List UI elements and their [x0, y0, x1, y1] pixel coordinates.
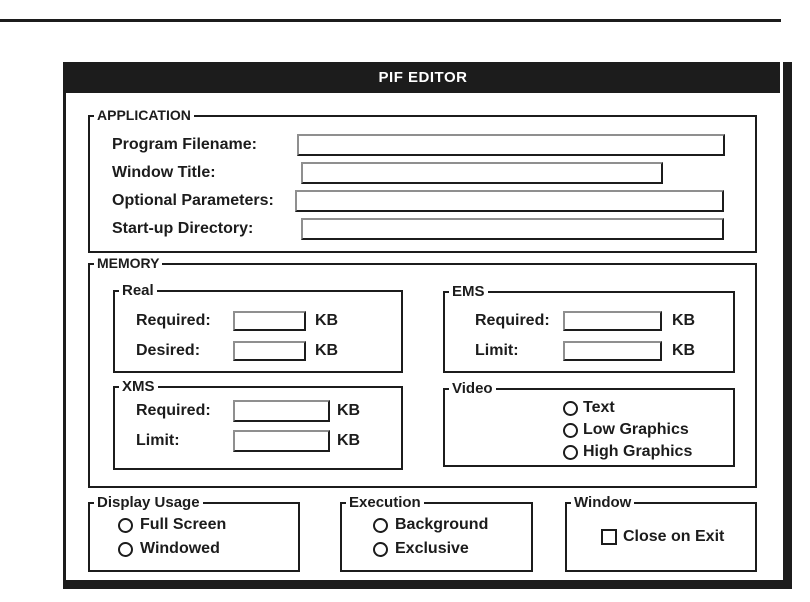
ems-required-unit: KB [672, 312, 696, 329]
windowed-radio[interactable] [118, 542, 133, 557]
ems-group-label: EMS [449, 284, 488, 299]
memory-group-label: MEMORY [94, 256, 163, 271]
execution-group: Execution Background Exclusive [340, 495, 533, 572]
ems-limit-input[interactable] [563, 341, 662, 361]
xms-limit-label: Limit: [136, 432, 180, 449]
video-low-graphics-label[interactable]: Low Graphics [583, 421, 689, 438]
memory-group: MEMORY Real Required: KB Desired: KB EMS… [88, 256, 757, 488]
real-desired-label: Desired: [136, 342, 201, 359]
real-required-input[interactable] [233, 311, 306, 331]
video-high-graphics-label[interactable]: High Graphics [583, 443, 693, 460]
video-low-graphics-radio[interactable] [563, 423, 578, 438]
video-group: Video Text Low Graphics High Graphics [443, 381, 735, 467]
real-desired-input[interactable] [233, 341, 306, 361]
ems-memory-group: EMS Required: KB Limit: KB [443, 284, 735, 373]
real-required-unit: KB [315, 312, 339, 329]
xms-limit-unit: KB [337, 432, 361, 449]
xms-group-label: XMS [119, 379, 158, 394]
execution-group-label: Execution [346, 495, 424, 510]
application-group-label: APPLICATION [94, 108, 194, 123]
window-group-label: Window [571, 495, 635, 510]
window-group: Window Close on Exit [565, 495, 757, 572]
xms-limit-input[interactable] [233, 430, 330, 452]
display-usage-group: Display Usage Full Screen Windowed [88, 495, 300, 572]
dialog-title: PIF EDITOR [378, 69, 468, 86]
ems-required-input[interactable] [563, 311, 662, 331]
program-filename-label: Program Filename: [112, 136, 257, 153]
exclusive-radio[interactable] [373, 542, 388, 557]
full-screen-label[interactable]: Full Screen [140, 516, 227, 533]
optional-parameters-input[interactable] [295, 190, 724, 212]
xms-required-input[interactable] [233, 400, 330, 422]
video-group-label: Video [449, 381, 496, 396]
xms-required-label: Required: [136, 402, 211, 419]
startup-directory-label: Start-up Directory: [112, 220, 254, 237]
xms-required-unit: KB [337, 402, 361, 419]
close-on-exit-label[interactable]: Close on Exit [623, 528, 725, 545]
video-text-label[interactable]: Text [583, 399, 615, 416]
full-screen-radio[interactable] [118, 518, 133, 533]
optional-parameters-label: Optional Parameters: [112, 192, 274, 209]
background-radio[interactable] [373, 518, 388, 533]
ems-required-label: Required: [475, 312, 550, 329]
real-desired-unit: KB [315, 342, 339, 359]
pif-editor-dialog: PIF EDITOR APPLICATION Program Filename:… [63, 62, 792, 589]
top-rule [0, 19, 781, 22]
video-high-graphics-radio[interactable] [563, 445, 578, 460]
ems-limit-label: Limit: [475, 342, 519, 359]
exclusive-label[interactable]: Exclusive [395, 540, 469, 557]
window-title-label: Window Title: [112, 164, 216, 181]
real-required-label: Required: [136, 312, 211, 329]
display-usage-group-label: Display Usage [94, 495, 203, 510]
windowed-label[interactable]: Windowed [140, 540, 220, 557]
window-title-input[interactable] [301, 162, 663, 184]
real-memory-group: Real Required: KB Desired: KB [113, 283, 403, 373]
close-on-exit-checkbox[interactable] [601, 529, 617, 545]
application-group: APPLICATION Program Filename: Window Tit… [88, 108, 757, 253]
xms-memory-group: XMS Required: KB Limit: KB [113, 379, 403, 470]
ems-limit-unit: KB [672, 342, 696, 359]
background-label[interactable]: Background [395, 516, 489, 533]
startup-directory-input[interactable] [301, 218, 724, 240]
real-group-label: Real [119, 283, 157, 298]
program-filename-input[interactable] [297, 134, 725, 156]
dialog-title-bar[interactable]: PIF EDITOR [66, 62, 780, 93]
video-text-radio[interactable] [563, 401, 578, 416]
